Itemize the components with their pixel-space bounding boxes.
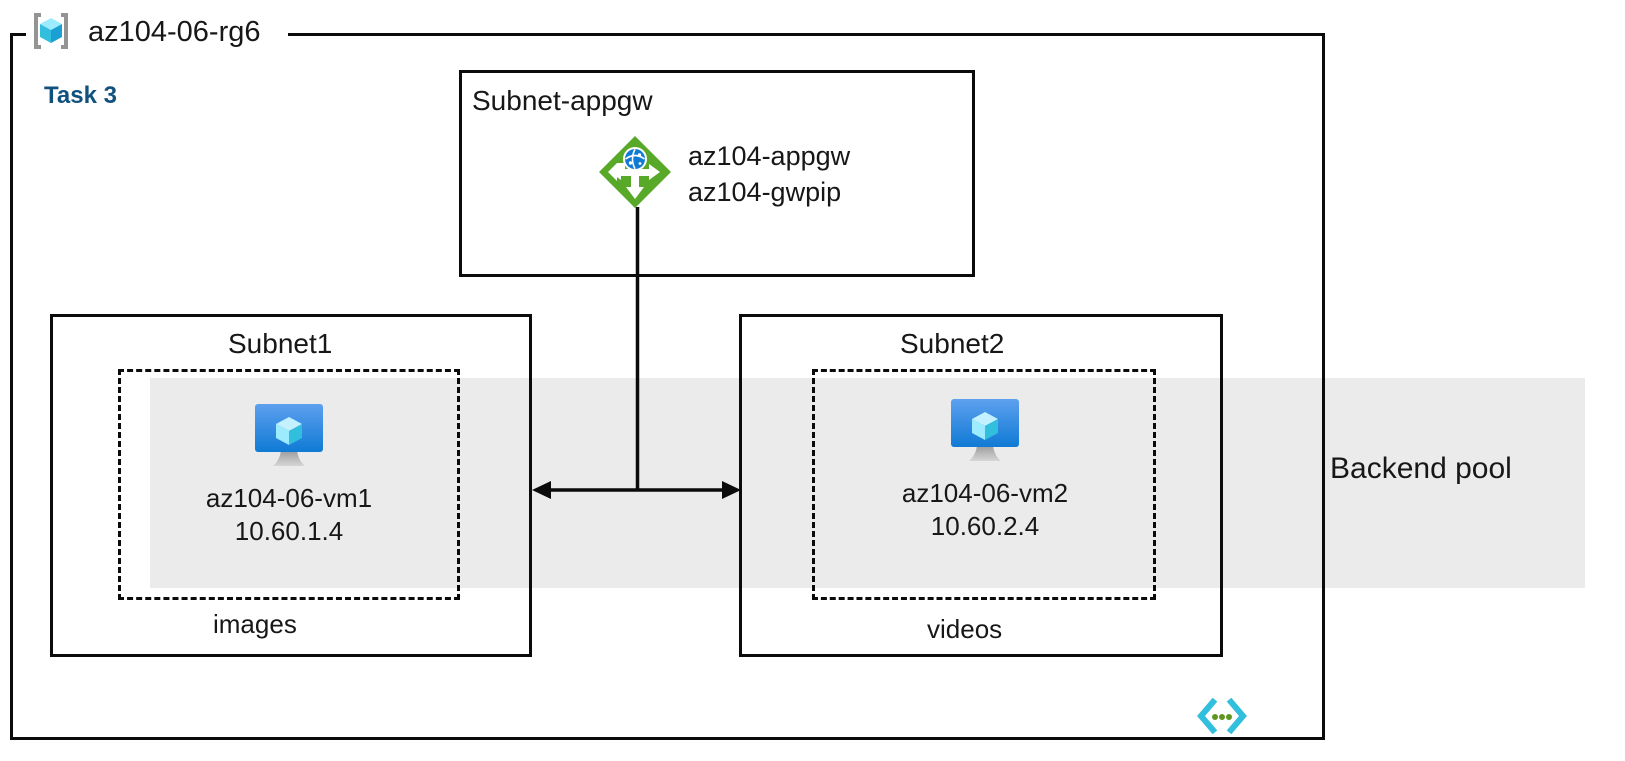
subnet1-dashed-group — [118, 369, 460, 600]
vm2-name: az104-06-vm2 — [901, 478, 1069, 508]
resource-group-cube-icon — [28, 8, 74, 54]
vm1-node: az104-06-vm1 10.60.1.4 — [159, 400, 419, 548]
appgw-public-ip-name: az104-gwpip — [688, 176, 842, 207]
subnet1-box — [50, 314, 532, 657]
resource-group-title: az104-06-rg6 — [88, 16, 261, 48]
application-gateway-labels: az104-appgw az104-gwpip — [688, 139, 850, 211]
subnet2-dashed-group — [812, 369, 1156, 600]
subnet-appgw-box — [459, 70, 975, 277]
virtual-machine-icon — [251, 400, 327, 474]
subnet-appgw-title: Subnet-appgw — [472, 85, 653, 116]
subnet2-group-label: videos — [927, 614, 1003, 644]
resource-group-title-notch — [26, 22, 288, 46]
appgw-resource-name: az104-appgw — [688, 141, 851, 171]
resource-group-boundary — [10, 33, 1325, 740]
vm2-node: az104-06-vm2 10.60.2.4 — [855, 395, 1115, 543]
subnet2-title: Subnet2 — [900, 328, 1005, 359]
vm1-name: az104-06-vm1 — [205, 483, 373, 513]
subnet1-title: Subnet1 — [228, 328, 333, 359]
vm1-ip: 10.60.1.4 — [234, 515, 344, 546]
application-gateway-icon — [596, 133, 674, 211]
subnet1-group-label: images — [213, 609, 297, 639]
backend-pool-label: Backend pool — [1330, 452, 1512, 485]
virtual-machine-icon — [947, 395, 1023, 469]
vm2-ip: 10.60.2.4 — [930, 510, 1040, 541]
code-brackets-icon — [1196, 694, 1248, 738]
backend-pool-band — [150, 378, 1585, 588]
application-gateway-node: az104-appgw az104-gwpip — [596, 133, 850, 211]
task-label: Task 3 — [44, 82, 117, 109]
